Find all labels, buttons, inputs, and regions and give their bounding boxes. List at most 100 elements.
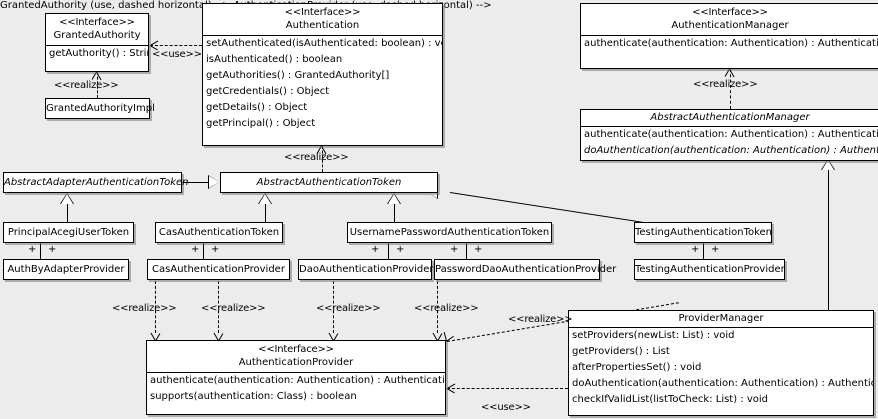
label-realize-testingauthenticationprovider: <<realize>> xyxy=(508,314,573,325)
method: getAuthority() : String xyxy=(49,48,149,59)
class-abstract-adapter-authentication-token[interactable]: AbstractAdapterAuthenticationToken xyxy=(3,172,189,193)
connector-grantedauthorityimpl-grantedauthority xyxy=(97,72,98,98)
method: getPrincipal() : Object xyxy=(206,118,316,129)
method: getProviders() : List xyxy=(572,346,670,357)
method: setProviders(newList: List) : void xyxy=(572,330,735,341)
multiplicity-usernamepasswordtoken-dao: + xyxy=(371,244,380,255)
class-granted-authority-methods: getAuthority() : String xyxy=(46,46,148,62)
class-testing-authentication-provider[interactable]: TestingAuthenticationProvider xyxy=(634,259,785,280)
class-provider-manager[interactable]: ProviderManager setProviders(newList: Li… xyxy=(568,310,874,416)
class-authentication-manager-methods: authenticate(authentication: Authenticat… xyxy=(581,36,878,52)
method: setAuthenticated(isAuthenticated: boolea… xyxy=(206,38,443,49)
class-name: GrantedAuthority xyxy=(53,30,141,41)
multiplicity-castoken: + xyxy=(191,244,200,255)
method: getDetails() : Object xyxy=(206,102,308,113)
label-use-authentication-grantedauthority: <<use>> xyxy=(152,49,202,60)
connector-abstractauthmanager-authmanager xyxy=(730,69,731,109)
class-provider-manager-methods: setProviders(newList: List) : void getPr… xyxy=(569,328,873,408)
stereotype-interface: <<Interface>> xyxy=(59,17,135,28)
multiplicity-authbyadapterprovider: + xyxy=(48,244,57,255)
class-granted-authority-header: <<Interface>> GrantedAuthority xyxy=(46,14,148,46)
label-realize-abstractauthmanager: <<realize>> xyxy=(693,79,758,90)
class-abstract-authentication-manager-header: AbstractAuthenticationManager xyxy=(581,110,878,127)
stereotype-interface: <<Interface>> xyxy=(258,344,334,355)
connector-abstractauthtoken-authentication xyxy=(322,146,323,172)
label-realize-grantedauthorityimpl: <<realize>> xyxy=(54,80,119,91)
connector-usernamepasswordtoken-abstractauthtoken xyxy=(394,204,395,222)
class-granted-authority[interactable]: <<Interface>> GrantedAuthority getAuthor… xyxy=(45,13,149,72)
assoc-usernamepasswordtoken-daoprovider xyxy=(388,243,389,259)
multiplicity-usernamepasswordtoken-passworddao: + xyxy=(450,244,459,255)
stereotype-interface: <<Interface>> xyxy=(284,7,361,18)
class-authentication[interactable]: <<Interface>> Authentication setAuthenti… xyxy=(202,3,443,146)
generalization-triangle-fill-abstractauthtoken-left xyxy=(209,176,219,188)
label-realize-abstractauthtoken: <<realize>> xyxy=(284,152,349,163)
method: isAuthenticated() : boolean xyxy=(206,54,343,65)
class-authentication-header: <<Interface>> Authentication xyxy=(203,4,442,36)
class-auth-by-adapter-provider[interactable]: AuthByAdapterProvider xyxy=(3,259,129,280)
class-principal-acegi-user-token[interactable]: PrincipalAcegiUserToken xyxy=(3,222,134,243)
class-provider-manager-header: ProviderManager xyxy=(569,311,873,328)
class-name: AuthenticationProvider xyxy=(238,357,354,368)
class-testing-authentication-token[interactable]: TestingAuthenticationToken xyxy=(634,222,772,243)
method: authenticate(authentication: Authenticat… xyxy=(150,375,446,386)
assoc-castoken-casauthenticationprovider xyxy=(203,243,204,259)
class-name: ProviderManager xyxy=(678,313,764,324)
method: getAuthorities() : GrantedAuthority[] xyxy=(206,70,390,81)
class-cas-authentication-provider[interactable]: CasAuthenticationProvider xyxy=(147,259,290,280)
generalization-triangle-fill-castoken xyxy=(259,194,271,204)
class-name: AbstractAuthenticationManager xyxy=(650,112,810,123)
connector-testingtoken-abstractauthtoken xyxy=(449,192,643,223)
method: authenticate(authentication: Authenticat… xyxy=(584,38,878,49)
multiplicity-daoauthenticationprovider: + xyxy=(396,244,405,255)
connector-providermanager-authenticationprovider xyxy=(447,388,568,389)
class-username-password-authentication-token[interactable]: UsernamePasswordAuthenticationToken xyxy=(347,222,552,243)
class-password-dao-authentication-provider[interactable]: PasswordDaoAuthenticationProvider xyxy=(434,259,616,280)
connector-authentication-grantedauthority xyxy=(150,45,202,46)
assoc-principaltoken-authbyadapterprovider xyxy=(40,243,41,259)
multiplicity-testingtoken: + xyxy=(691,244,700,255)
connector-authbyadapterprovider-authenticationprovider xyxy=(155,281,156,333)
connector-daoauthenticationprovider-authenticationprovider xyxy=(333,281,334,333)
method: doAuthentication(authentication: Authent… xyxy=(584,145,878,156)
class-abstract-authentication-manager-methods: authenticate(authentication: Authenticat… xyxy=(581,127,878,159)
label-realize-daoauthenticationprovider: <<realize>> xyxy=(316,303,381,314)
multiplicity-passworddaoauthenticationprovider: + xyxy=(474,244,483,255)
generalization-triangle-fill-abstractauthmanager xyxy=(822,160,834,170)
connector-principaltoken-abstractadaptertoken xyxy=(67,204,68,222)
generalization-triangle-fill-usernamepasswordtoken xyxy=(388,194,400,204)
class-abstract-authentication-token[interactable]: AbstractAuthenticationToken xyxy=(220,172,438,193)
class-authentication-provider-methods: authenticate(authentication: Authenticat… xyxy=(147,373,445,405)
class-granted-authority-impl[interactable]: GrantedAuthorityImpl xyxy=(45,98,155,119)
label-use-providermanager-authenticationprovider: <<use>> xyxy=(481,402,531,413)
label-realize-passworddaoauthenticationprovider: <<realize>> xyxy=(414,303,479,314)
label-realize-casauthenticationprovider: <<realize>> xyxy=(201,303,266,314)
class-authentication-provider[interactable]: <<Interface>> AuthenticationProvider aut… xyxy=(146,340,446,415)
connector-castoken-abstractauthtoken xyxy=(265,204,266,222)
class-authentication-provider-header: <<Interface>> AuthenticationProvider xyxy=(147,341,445,373)
multiplicity-testingauthenticationprovider: + xyxy=(711,244,720,255)
connector-passworddaoprovider-authenticationprovider xyxy=(437,281,438,333)
assoc-testingtoken-testingprovider xyxy=(703,243,704,259)
method: authenticate(authentication: Authenticat… xyxy=(584,129,878,140)
connector-casauthenticationprovider-authenticationprovider xyxy=(218,281,219,333)
class-authentication-methods: setAuthenticated(isAuthenticated: boolea… xyxy=(203,36,442,132)
assoc-usernamepasswordtoken-passworddaoprovider xyxy=(466,243,467,259)
class-dao-authentication-provider[interactable]: DaoAuthenticationProvider xyxy=(298,259,434,280)
generalization-triangle-fill-abstractadaptertoken xyxy=(61,194,73,204)
multiplicity-casauthenticationprovider: + xyxy=(211,244,220,255)
class-cas-authentication-token[interactable]: CasAuthenticationToken xyxy=(155,222,283,243)
stereotype-interface: <<Interface>> xyxy=(692,7,768,18)
method: checkIfValidList(listToCheck: List) : vo… xyxy=(572,394,769,405)
class-authentication-manager[interactable]: <<Interface>> AuthenticationManager auth… xyxy=(580,3,878,69)
label-realize-authbyadapterprovider: <<realize>> xyxy=(112,303,177,314)
class-abstract-authentication-manager[interactable]: AbstractAuthenticationManager authentica… xyxy=(580,109,878,161)
class-name: Authentication xyxy=(285,20,360,31)
class-authentication-manager-header: <<Interface>> AuthenticationManager xyxy=(581,4,878,36)
connector-abstractadaptertoken-abstractauthtoken xyxy=(182,182,209,183)
class-name: AuthenticationManager xyxy=(671,20,789,31)
method: doAuthentication(authentication: Authent… xyxy=(572,378,874,389)
method: afterPropertiesSet() : void xyxy=(572,362,702,373)
method: getCredentials() : Object xyxy=(206,86,330,97)
